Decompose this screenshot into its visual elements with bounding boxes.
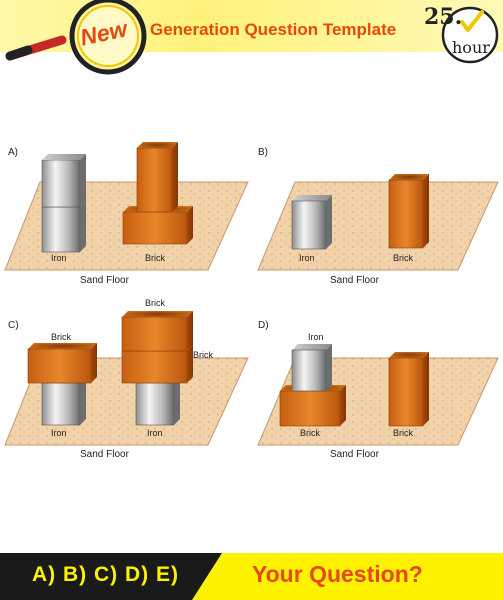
page-title: Generation Question Template [150, 20, 397, 39]
panel-a-illustration [4, 142, 249, 271]
your-question-text: Your Question? [252, 561, 423, 587]
panel-b-iron-label: Iron [299, 253, 315, 263]
option-b-label: B) [258, 147, 268, 158]
panel-b-brick-label: Brick [393, 253, 413, 263]
option-d-label: D) [258, 320, 269, 331]
panel-d-illustration [257, 344, 499, 446]
panel-a-brick-label: Brick [145, 253, 165, 263]
clock-icon [441, 6, 499, 64]
panel-c-iron-label-2: Iron [147, 428, 163, 438]
panel-d-iron-label: Iron [308, 332, 324, 342]
option-a-label: A) [8, 147, 18, 158]
panel-c-iron-label-1: Iron [51, 428, 67, 438]
footer-band [0, 553, 503, 600]
panel-b-floor-label: Sand Floor [330, 275, 379, 286]
clock-number: 25. [424, 4, 463, 30]
panel-c-floor-label: Sand Floor [80, 449, 129, 460]
panel-c-brick-label-3: Brick [193, 350, 213, 360]
panel-b-illustration [257, 174, 499, 271]
clock-unit: hour [452, 38, 490, 57]
panel-d-floor-label: Sand Floor [330, 449, 379, 460]
panel-d-brick-label-1: Brick [300, 428, 320, 438]
panel-c-brick-label-1: Brick [51, 332, 71, 342]
option-c-label: C) [8, 320, 19, 331]
magnifier-icon [5, 0, 147, 75]
panel-d-brick-label-2: Brick [393, 428, 413, 438]
panel-a-iron-label: Iron [51, 253, 67, 263]
panel-c-brick-label-2: Brick [145, 298, 165, 308]
panel-c-illustration [4, 311, 249, 446]
answer-options: A) B) C) D) E) [32, 563, 179, 586]
panel-a-floor-label: Sand Floor [80, 275, 129, 286]
